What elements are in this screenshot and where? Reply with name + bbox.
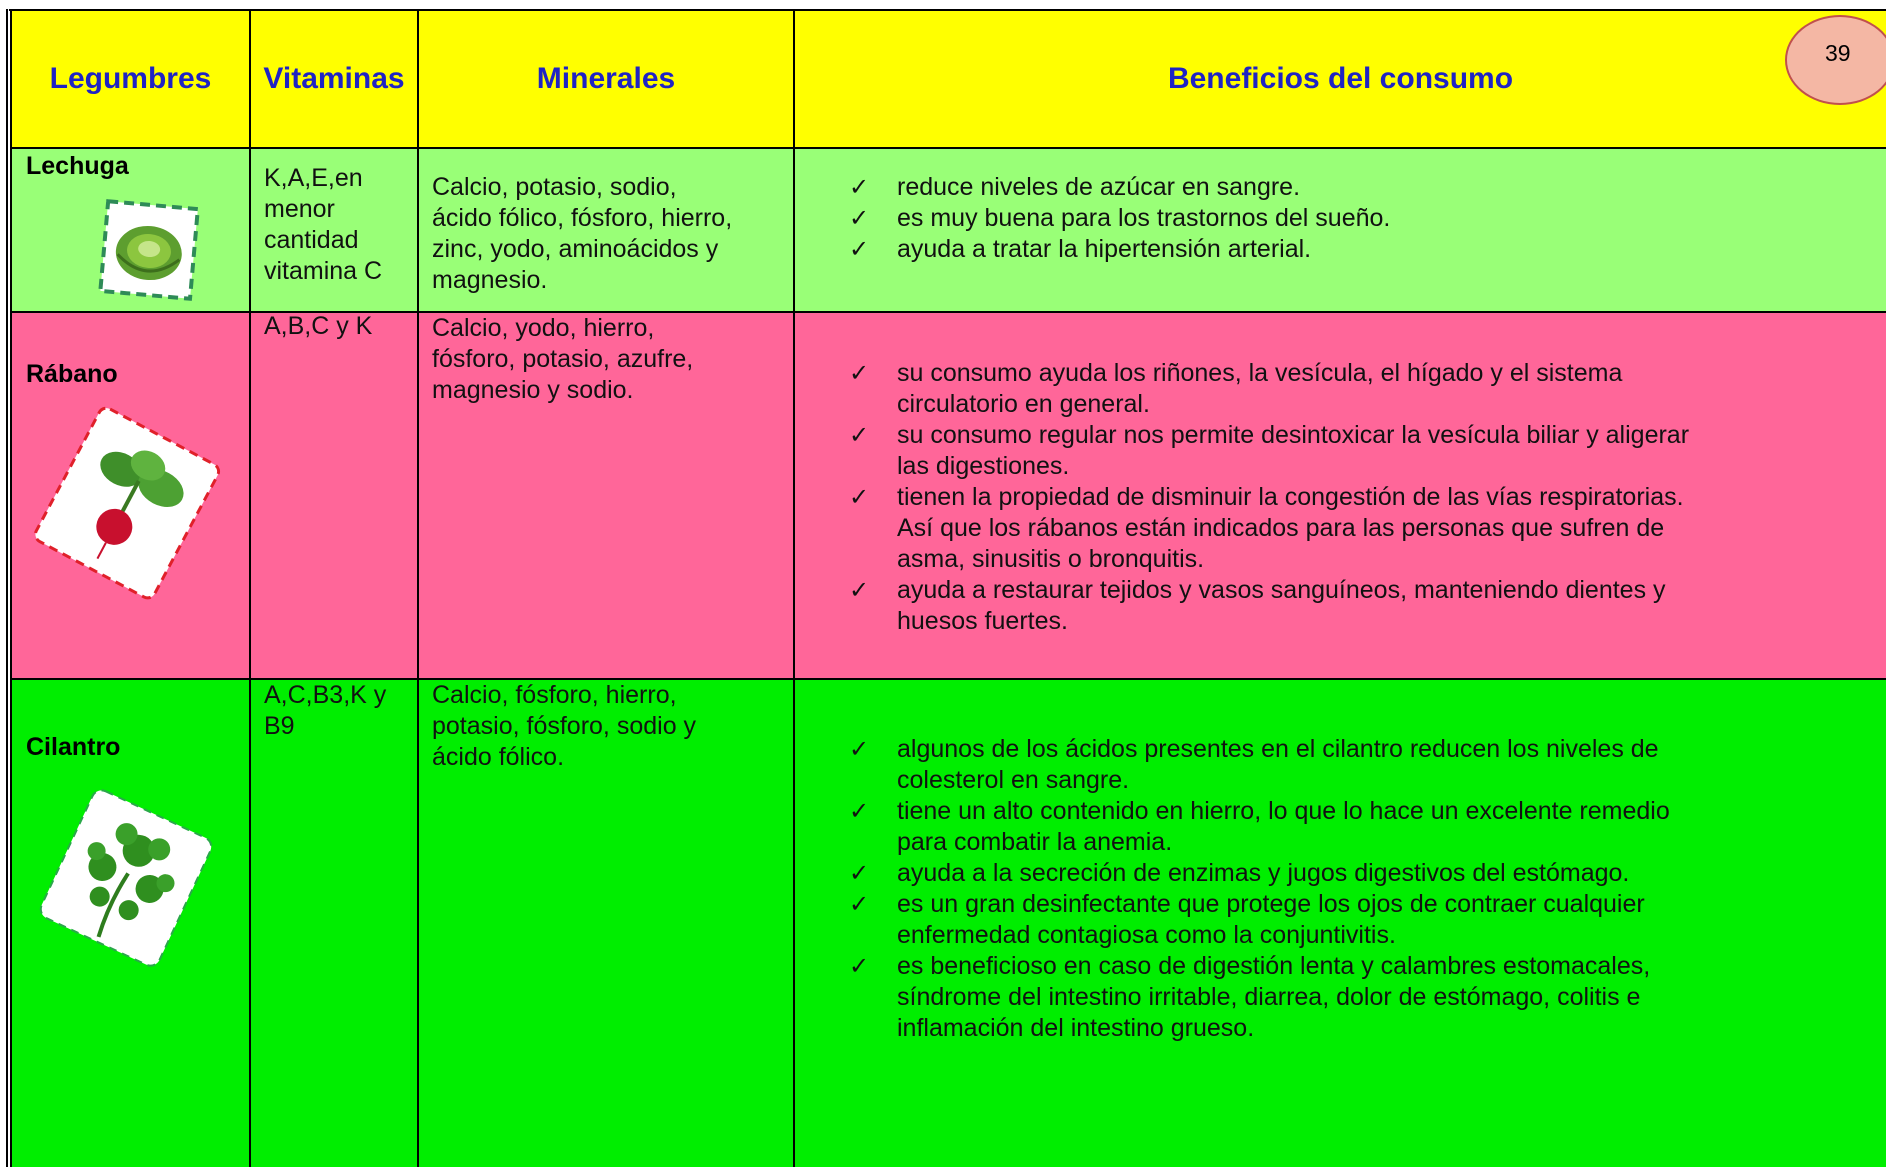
minerals-line: ácido fólico. — [432, 743, 565, 771]
checkmark-icon: ✓ — [849, 205, 870, 232]
checkmark-icon: ✓ — [849, 798, 870, 825]
cilantro-image — [26, 778, 226, 978]
vitamins-line: B9 — [264, 712, 295, 740]
benefit-item: ✓es un gran desinfectante que protege lo… — [849, 890, 1645, 949]
table-left-border — [6, 9, 12, 1167]
benefit-item: ✓su consumo regular nos permite desintox… — [849, 421, 1690, 480]
checkmark-icon: ✓ — [849, 860, 870, 887]
benefit-item: ✓reduce niveles de azúcar en sangre. — [849, 173, 1301, 201]
minerals-line: potasio, fósforo, sodio y — [432, 712, 697, 740]
checkmark-icon: ✓ — [849, 891, 870, 918]
benefit-item: ✓ayuda a tratar la hipertensión arterial… — [849, 235, 1312, 263]
row-lechuga-benefits-cell: ✓reduce niveles de azúcar en sangre. ✓es… — [795, 149, 1886, 313]
row-rabano-name-cell: Rábano — [12, 313, 251, 680]
row-rabano-benefits-cell: ✓su consumo ayuda los riñones, la vesícu… — [795, 313, 1886, 680]
benefits-list: ✓algunos de los ácidos presentes en el c… — [847, 734, 1872, 1044]
row-lechuga-vitamins-cell: K,A,E,en menor cantidad vitamina C — [251, 149, 419, 313]
checkmark-icon: ✓ — [849, 236, 870, 263]
page-number: 39 — [1825, 40, 1851, 66]
minerals-line: ácido fólico, fósforo, hierro, — [432, 204, 733, 232]
minerals-line: Calcio, yodo, hierro, — [432, 314, 655, 342]
checkmark-icon: ✓ — [849, 484, 870, 511]
checkmark-icon: ✓ — [849, 577, 870, 604]
benefit-item: ✓tienen la propiedad de disminuir la con… — [849, 483, 1684, 573]
benefits-list: ✓su consumo ayuda los riñones, la vesícu… — [847, 358, 1872, 637]
vitamins-line: vitamina C — [264, 257, 383, 285]
vitamins-line: A,C,B3,K y — [264, 681, 387, 709]
row-cilantro-vitamins-cell: A,C,B3,K y B9 — [251, 680, 419, 1167]
row-rabano-minerals-cell: Calcio, yodo, hierro, fósforo, potasio, … — [419, 313, 795, 680]
vegetable-name: Lechuga — [26, 152, 129, 180]
benefit-item: ✓es beneficioso en caso de digestión len… — [849, 952, 1651, 1042]
minerals-text: Calcio, yodo, hierro, fósforo, potasio, … — [432, 313, 787, 406]
page-number-badge: 39 — [1785, 15, 1886, 105]
minerals-text: Calcio, potasio, sodio, ácido fólico, fó… — [432, 172, 787, 296]
row-cilantro-minerals-cell: Calcio, fósforo, hierro, potasio, fósfor… — [419, 680, 795, 1167]
header-vitaminas: Vitaminas — [251, 11, 419, 149]
row-cilantro-benefits-cell: ✓algunos de los ácidos presentes en el c… — [795, 680, 1886, 1167]
vitamins-line: K,A,E,en — [264, 164, 363, 192]
minerals-line: magnesio. — [432, 266, 548, 294]
radish-image — [22, 398, 232, 608]
benefit-item: ✓algunos de los ácidos presentes en el c… — [849, 735, 1659, 794]
minerals-line: zinc, yodo, aminoácidos y — [432, 235, 719, 263]
vitamins-text: A,C,B3,K y B9 — [264, 680, 411, 742]
checkmark-icon: ✓ — [849, 736, 870, 763]
header-legumbres: Legumbres — [12, 11, 251, 149]
vitamins-text: K,A,E,en menor cantidad vitamina C — [264, 163, 411, 287]
benefit-item: ✓ayuda a restaurar tejidos y vasos sangu… — [849, 576, 1666, 635]
table-top-border — [9, 9, 1886, 11]
row-lechuga-name-cell: Lechuga — [12, 149, 251, 313]
benefit-item: ✓ayuda a la secreción de enzimas y jugos… — [849, 859, 1630, 887]
row-lechuga-minerals-cell: Calcio, potasio, sodio, ácido fólico, fó… — [419, 149, 795, 313]
lettuce-image — [94, 195, 204, 307]
minerals-line: fósforo, potasio, azufre, — [432, 345, 694, 373]
checkmark-icon: ✓ — [849, 422, 870, 449]
vitamins-text: A,B,C y K — [264, 311, 411, 342]
row-rabano-vitamins-cell: A,B,C y K — [251, 311, 419, 680]
benefit-item: ✓ tiene un alto contenido en hierro, lo … — [849, 797, 1670, 856]
minerals-text: Calcio, fósforo, hierro, potasio, fósfor… — [432, 680, 787, 773]
minerals-line: magnesio y sodio. — [432, 376, 634, 404]
vitamins-line: menor — [264, 195, 335, 223]
checkmark-icon: ✓ — [849, 174, 870, 201]
vitamins-line: cantidad — [264, 226, 359, 254]
benefit-item: ✓su consumo ayuda los riñones, la vesícu… — [849, 359, 1623, 418]
vitamins-line: A,B,C y K — [264, 312, 373, 340]
checkmark-icon: ✓ — [849, 360, 870, 387]
header-minerales: Minerales — [419, 11, 795, 149]
benefit-item: ✓es muy buena para los trastornos del su… — [849, 204, 1391, 232]
row-cilantro-name-cell: Cilantro — [12, 680, 251, 1167]
benefits-list: ✓reduce niveles de azúcar en sangre. ✓es… — [847, 172, 1872, 265]
minerals-line: Calcio, potasio, sodio, — [432, 173, 677, 201]
vegetable-name: Cilantro — [26, 733, 121, 761]
minerals-line: Calcio, fósforo, hierro, — [432, 681, 677, 709]
checkmark-icon: ✓ — [849, 953, 870, 980]
header-beneficios: Beneficios del consumo — [795, 11, 1886, 149]
vegetable-name: Rábano — [26, 360, 118, 388]
